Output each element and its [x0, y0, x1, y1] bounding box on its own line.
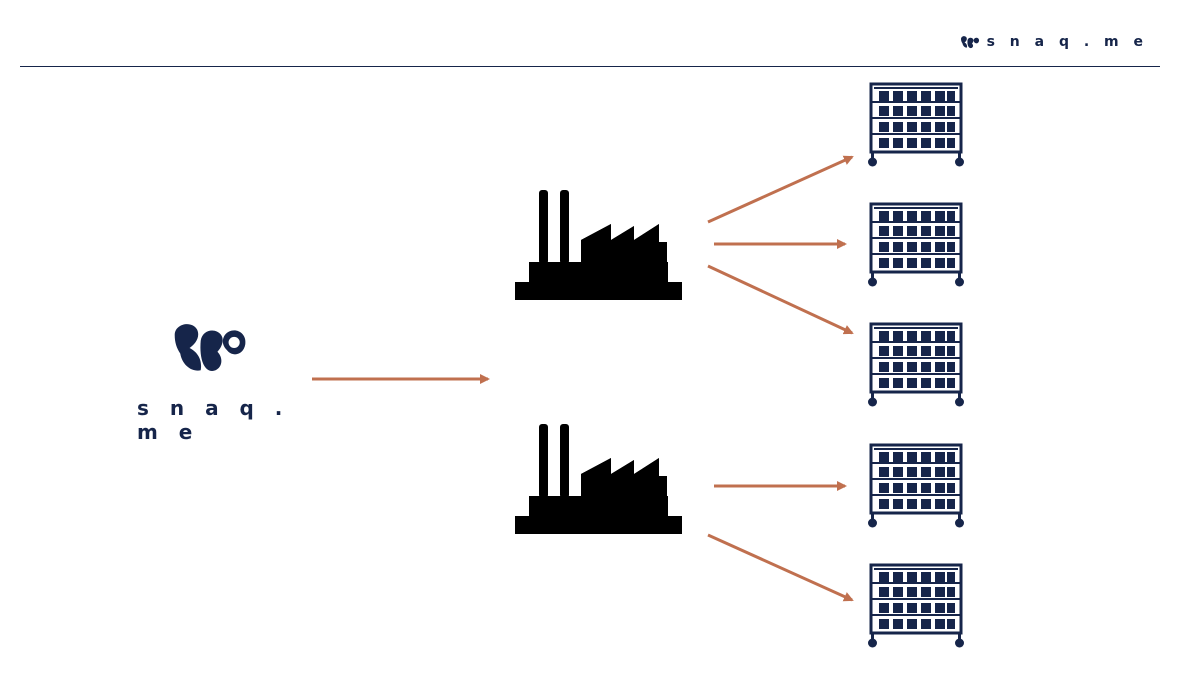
arrow-factory1-to-shelf1 [707, 155, 854, 224]
arrow-factory2-to-shelf5 [707, 533, 854, 602]
storage-rack-icon [866, 202, 966, 288]
center-wordmark: s n a q . m e [137, 396, 290, 444]
arrow-factory1-to-shelf3 [707, 264, 854, 335]
storage-rack-icon [866, 82, 966, 168]
storage-rack-icon [866, 322, 966, 408]
factory-icon [515, 424, 682, 534]
factory-icon [515, 190, 682, 300]
header-wordmark: s n a q . m e [986, 34, 1148, 50]
squirrel-logo-icon [960, 36, 979, 49]
squirrel-logo-icon [174, 324, 246, 371]
storage-rack-icon [866, 443, 966, 529]
header-divider [20, 66, 1160, 67]
snaqme-source-node: s n a q . m e [130, 322, 290, 444]
storage-rack-icon [866, 563, 966, 649]
header-brand: s n a q . m e [959, 34, 1148, 50]
